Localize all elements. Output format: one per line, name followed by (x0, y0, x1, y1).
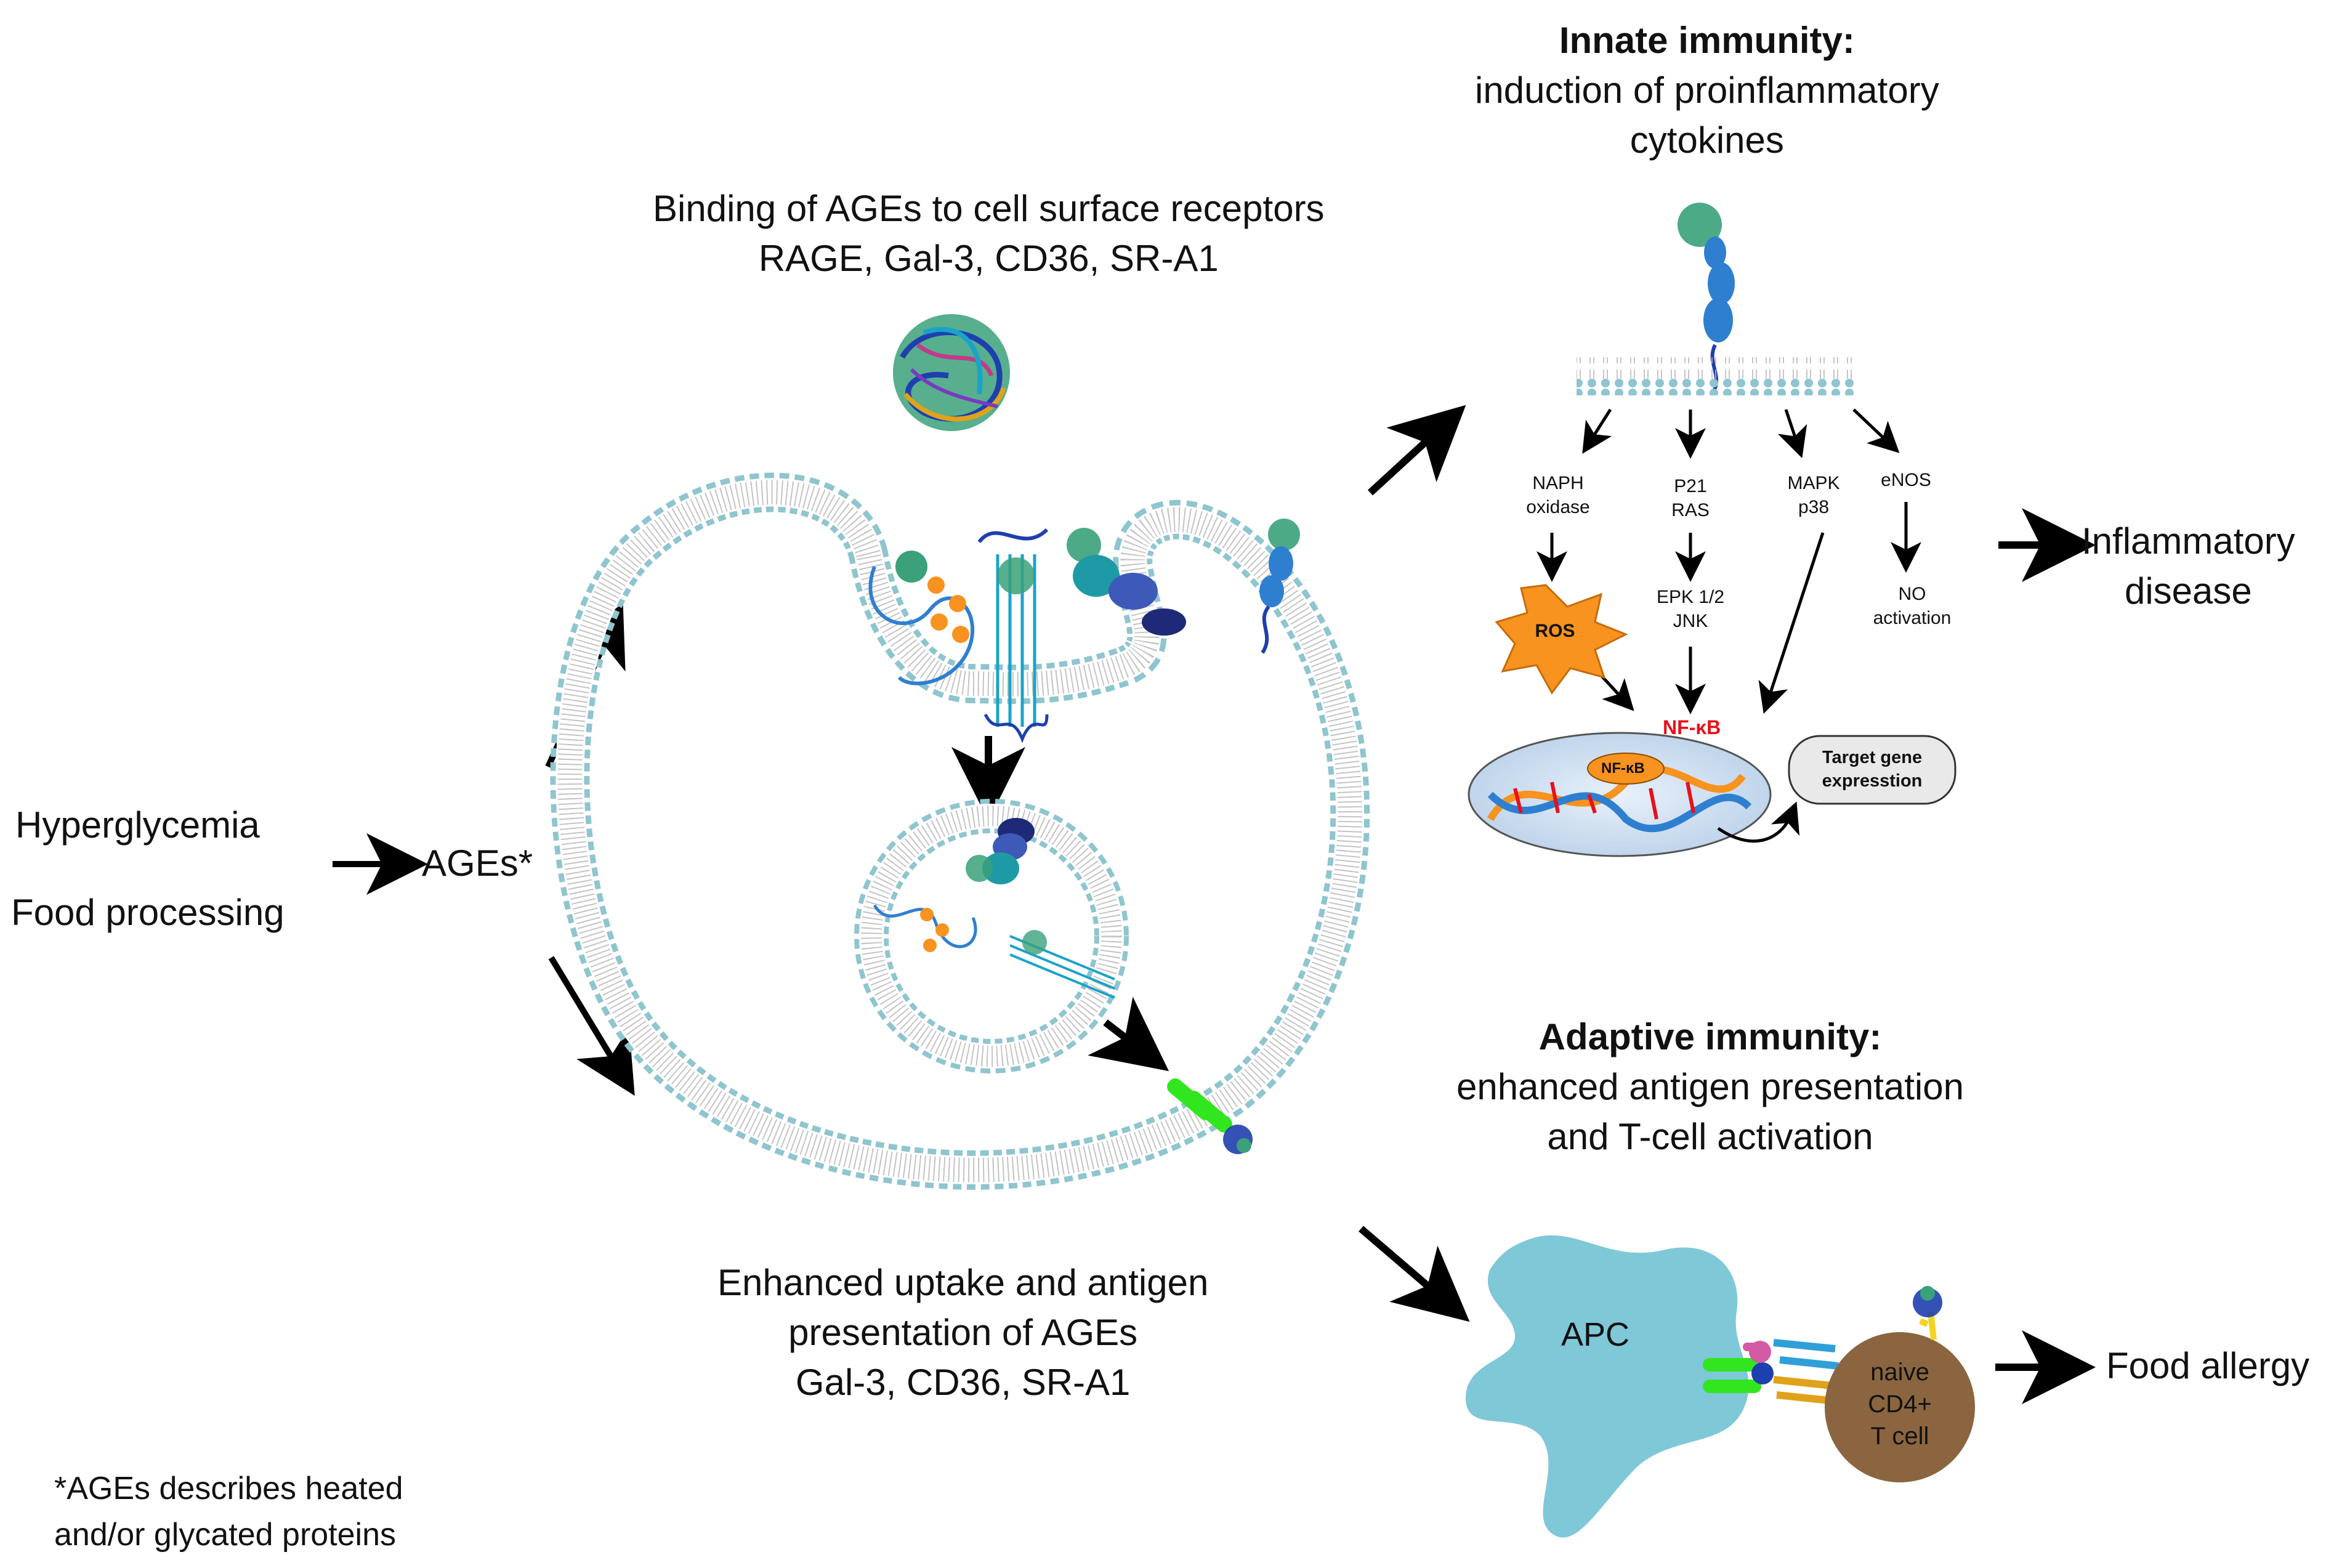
inflammatory-outcome: Inflammatory disease (2082, 516, 2295, 616)
target-gene-label: Target gene expresstion (1822, 748, 1923, 791)
hyperglycemia-label: Hyperglycemia (15, 804, 260, 846)
innate-caption: Innate immunity: induction of proinflamm… (1475, 15, 1939, 165)
sr-a1-receptor-icon (1067, 528, 1186, 636)
p21-label: P21 RAS (1671, 476, 1710, 520)
cell-membrane (550, 472, 1370, 1190)
inflammatory-line-2: disease (2124, 570, 2252, 612)
ages-label: AGEs* (422, 843, 533, 884)
nfkb-label: NF-κB (1663, 716, 1721, 738)
food-allergy-label: Food allergy (2106, 1345, 2310, 1386)
cd36-receptor-icon (977, 528, 1049, 743)
gal3-receptor-icon (868, 551, 975, 685)
innate-membrane (1577, 357, 1857, 395)
arrow-nucleus-to-target (1717, 801, 1800, 843)
tcr-mhc-synapse-icon (1703, 1339, 1839, 1405)
naph-label: NAPH oxidase (1526, 473, 1590, 517)
ros-star-icon (1495, 584, 1628, 695)
adaptive-caption: Adaptive immunity: enhanced antigen pres… (1456, 1012, 1964, 1162)
inflammatory-line-1: Inflammatory (2082, 520, 2295, 562)
uptake-line-1: Enhanced uptake and antigen (717, 1262, 1209, 1303)
age-protein-cluster-icon (893, 314, 1010, 431)
adaptive-line-2: enhanced antigen presentation (1456, 1066, 1965, 1107)
arrow-mapk-to-nfkb (1758, 532, 1825, 714)
binding-title: Binding of AGEs to cell surface receptor… (653, 188, 1325, 229)
arrow-to-innate (1367, 405, 1466, 496)
rage-upper-receptor-icon (1678, 203, 1735, 395)
endosome-vesicle (854, 799, 1129, 1073)
food-processing-label: Food processing (11, 892, 285, 933)
enos-label: eNOS (1881, 470, 1931, 490)
innate-line-3: cytokines (1629, 119, 1784, 161)
no-activation-label: NO activation (1873, 584, 1952, 628)
binding-caption: Binding of AGEs to cell surface receptor… (653, 184, 1325, 283)
arrow-to-adaptive (1359, 1226, 1470, 1322)
epk-label: EPK 1/2 JNK (1656, 587, 1725, 631)
arrow-vesicle-to-membrane (1088, 996, 1169, 1072)
t-cell-label: naive CD4+ T cell (1868, 1359, 1932, 1450)
mapk-label: MAPK p38 (1787, 473, 1840, 517)
t-cell-antigen-icon (1913, 1286, 1942, 1340)
ros-label: ROS (1535, 621, 1575, 641)
adaptive-title: Adaptive immunity: (1538, 1016, 1882, 1057)
footnote-line-2: and/or glycated proteins (54, 1517, 397, 1553)
nucleus (1468, 732, 1772, 857)
t-cell-icon (1825, 1332, 1975, 1482)
innate-title: Innate immunity: (1559, 20, 1855, 61)
nfkb-nucleus-label: NF-κB (1601, 760, 1645, 777)
arrow-ages-down (548, 956, 635, 1096)
target-gene-box (1788, 735, 1956, 805)
binding-receptors: RAGE, Gal-3, CD36, SR-A1 (758, 238, 1219, 279)
arrow-to-enos (1852, 408, 1900, 453)
arrow-to-naph (1582, 408, 1612, 454)
adaptive-line-3: and T-cell activation (1547, 1116, 1873, 1157)
uptake-caption: Enhanced uptake and antigen presentation… (717, 1258, 1208, 1407)
uptake-receptors: Gal-3, CD36, SR-A1 (795, 1362, 1131, 1403)
arrow-to-mapk (1777, 409, 1807, 458)
footnote-line-1: *AGEs describes heated (54, 1471, 403, 1506)
innate-line-2: induction of proinflammatory (1475, 70, 1939, 111)
apc-label: APC (1561, 1316, 1630, 1353)
mhc-presentation-icon (1167, 1078, 1253, 1154)
apc-cell-icon (1466, 1235, 1749, 1538)
rage-receptor-icon (1259, 519, 1300, 654)
uptake-line-2: presentation of AGEs (788, 1312, 1138, 1353)
footnote: *AGEs describes heated and/or glycated p… (54, 1466, 403, 1559)
